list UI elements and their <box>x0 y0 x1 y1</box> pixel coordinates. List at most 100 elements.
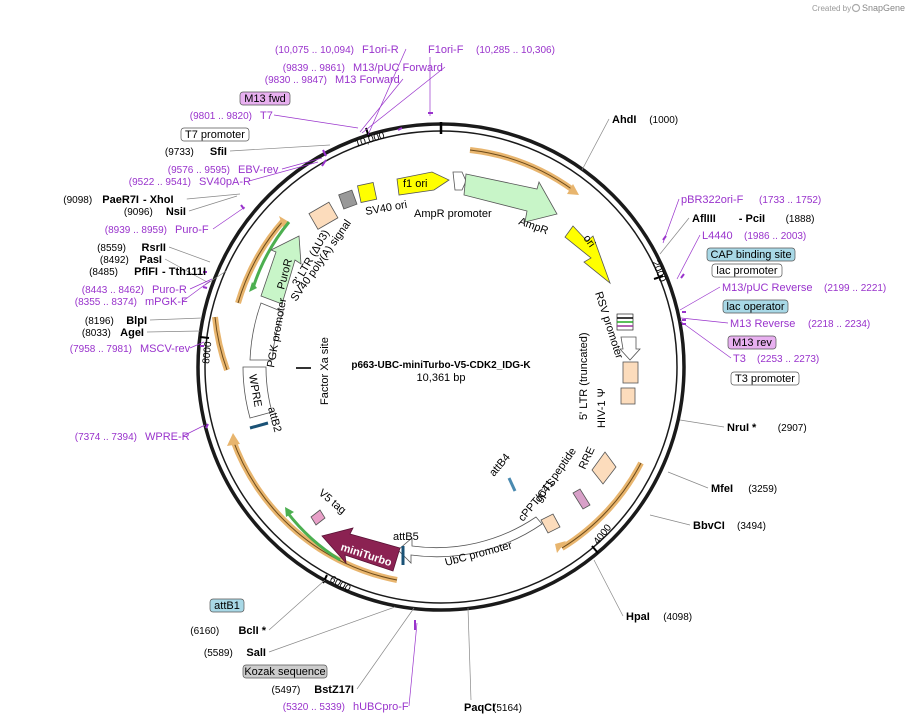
site-sfii-pos: (9733) <box>165 147 194 158</box>
primer-ticks <box>200 112 686 630</box>
primer-sv40par-label: SV40pA-R <box>199 176 251 188</box>
ruler-tick-4000 <box>591 545 599 554</box>
primer-t7-pos: (9801 .. 9820) <box>190 111 252 122</box>
box-kozaksequence <box>242 664 328 679</box>
feature-rre <box>591 451 617 485</box>
site-pasi-label: PasI <box>139 254 162 266</box>
site-paer7i-leader <box>186 193 241 200</box>
primer-mscvrev-leader <box>189 341 205 349</box>
feature-label-5ltr: 5' LTR (truncated) <box>578 333 590 420</box>
plasmid-name: p663-UBC-miniTurbo-V5-CDK2_IDG-K <box>351 360 531 371</box>
site-pflfi-extra: - Tth111I <box>162 266 206 278</box>
primer-l4440-pos: (1986 .. 2003) <box>744 231 806 242</box>
primer-wprer-label: WPRE-R <box>145 431 190 443</box>
primer-tick-7 <box>205 423 209 429</box>
site-nsii-leader <box>188 195 238 212</box>
primer-tick-8 <box>662 235 667 241</box>
primer-mscvrev-label: MSCV-rev <box>140 343 191 355</box>
box-capbindingsite-label: CAP binding site <box>710 249 791 261</box>
box-t7promoter <box>180 127 250 142</box>
primer-f1orir-label: F1ori-R <box>362 44 399 56</box>
primer-t3-leader <box>679 320 732 359</box>
feature-label-factorxa: Factor Xa site <box>319 337 331 405</box>
feature-attb4 <box>507 477 517 492</box>
orf-arcs <box>212 147 644 583</box>
primer-ebvrev-pos: (9576 .. 9595) <box>168 165 230 176</box>
primer-t3-label: T3 <box>733 353 746 365</box>
orf-arrow-3 <box>227 433 240 446</box>
site-sali-leader <box>268 606 396 653</box>
site-sali-pos: (5589) <box>204 648 233 659</box>
box-m13rev-label: M13 rev <box>732 337 772 349</box>
site-nrui-label: NruI * <box>727 422 757 434</box>
site-agei-pos: (8033) <box>82 328 111 339</box>
primer-m13pucreverse-label: M13/pUC Reverse <box>722 282 812 294</box>
snapgene-watermark: Created by SnapGene <box>812 3 905 13</box>
primer-hubcprof-leader <box>408 622 418 707</box>
feature-ampr <box>463 173 558 223</box>
site-pasi-leader <box>164 258 208 283</box>
primer-purof-pos: (8939 .. 8959) <box>105 225 167 236</box>
site-sfii-leader <box>229 144 331 152</box>
site-hpai-leader <box>593 559 624 617</box>
feature-label-sv40ori: SV40 ori <box>364 199 408 218</box>
feature-label-ori: ori <box>581 233 598 250</box>
green-arrow-miniturbo <box>285 507 294 517</box>
primer-m13forward-leader <box>359 78 404 133</box>
ruler-tick-2000 <box>653 275 664 280</box>
plasmid-length: 10,361 bp <box>417 372 466 384</box>
primer-f1orir-leader <box>367 48 407 136</box>
site-ahdi-leader <box>581 118 610 171</box>
primer-l4440-leader <box>676 234 701 280</box>
box-attb1 <box>209 598 245 613</box>
watermark-brand: SnapGene <box>862 3 905 13</box>
box-t7promoter-label: T7 promoter <box>185 129 245 141</box>
site-pasi-pos: (8492) <box>100 255 129 266</box>
orf-arrow-1 <box>567 184 579 195</box>
primer-m13pucforward-pos: (9839 .. 9861) <box>283 63 345 74</box>
primer-m13forward-pos: (9830 .. 9847) <box>265 75 327 86</box>
feature-sv40-ori <box>357 182 378 203</box>
orf-arc-5-line <box>237 219 285 304</box>
site-hpai-label: HpaI <box>626 611 650 623</box>
orf-arc-1-line <box>469 149 574 191</box>
feature-ampr-promoter <box>452 171 467 191</box>
primer-puror-pos: (8443 .. 8462) <box>82 285 144 296</box>
feature-hiv-psi <box>620 387 636 405</box>
primer-t7-leader <box>273 114 359 129</box>
primer-t3-pos: (2253 .. 2273) <box>757 354 819 365</box>
feature-label-attb5: attB5 <box>393 531 419 543</box>
site-mfei-leader <box>667 471 709 489</box>
primer-hubcprof-label: hUBCpro-F <box>353 701 409 713</box>
ruler-tick-6000 <box>322 574 328 584</box>
box-lacoperator-label: lac operator <box>726 301 784 313</box>
feature-wpre <box>242 366 273 419</box>
site-bstz17i-leader <box>356 607 415 690</box>
primer-ebvrev-label: EBV-rev <box>238 164 279 176</box>
site-agei-leader <box>146 330 201 333</box>
feature-v5tag <box>310 509 326 526</box>
feature-label-ampr-promoter: AmpR promoter <box>414 208 492 220</box>
box-lacoperator <box>722 299 789 314</box>
ruler-label-8000: 8000 <box>201 341 214 365</box>
site-paer7i-extra: - XhoI <box>143 194 174 206</box>
site-nsii-pos: (9096) <box>124 207 153 218</box>
site-nrui-leader <box>679 419 725 428</box>
primer-m13reverse-pos: (2218 .. 2234) <box>808 319 870 330</box>
primer-f1orif-label: F1ori-F <box>428 44 464 56</box>
site-bcli-label: BclI * <box>238 625 266 637</box>
primer-f1orif-pos: (10,285 .. 10,306) <box>476 45 555 56</box>
green-arcs <box>249 221 341 562</box>
orf-arc-3-line <box>232 439 398 581</box>
primer-pbr322orif-label: pBR322ori-F <box>681 194 744 206</box>
site-blpi-pos: (8196) <box>85 316 114 327</box>
primer-m13pucforward-label: M13/pUC Forward <box>353 62 443 74</box>
feature-pgk-promoter <box>249 302 284 361</box>
primer-mpgkf-leader <box>182 280 211 302</box>
primer-tick-2 <box>322 149 327 157</box>
orf-arc-4 <box>212 316 230 372</box>
site-agei-label: AgeI <box>120 327 144 339</box>
site-bstz17i-pos: (5497) <box>271 685 300 696</box>
site-pflfi-label: PflFI <box>134 266 158 278</box>
